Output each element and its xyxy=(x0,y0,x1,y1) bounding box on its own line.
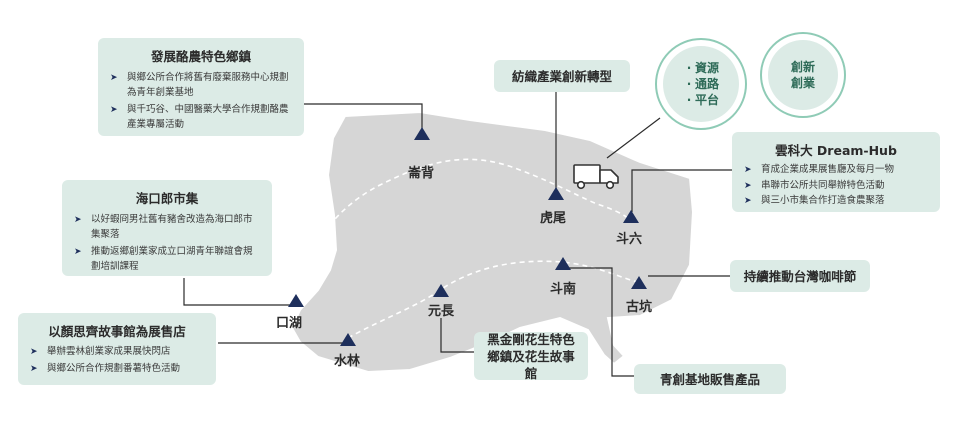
town-label-huwei: 虎尾 xyxy=(540,211,567,226)
circle-line: ·平台 xyxy=(686,93,719,107)
leader-dairy xyxy=(302,103,423,128)
marker-yuanchang-icon xyxy=(433,284,449,297)
box-title: 發展酪農特色鄉鎮 xyxy=(150,49,251,64)
list-item: ➤ 推動返鄉創業家成立口湖青年聯誼會規劃培訓課程 xyxy=(74,245,260,274)
innovation-circle: 創新 創業 xyxy=(760,32,846,118)
arrow-right-icon: ➤ xyxy=(744,165,752,175)
route-north xyxy=(295,158,631,299)
circle-line: ·通路 xyxy=(686,77,719,91)
box-title: 雲科大 Dream-Hub xyxy=(775,143,897,158)
town-label-dounan: 斗南 xyxy=(550,282,577,297)
leader-lines xyxy=(183,90,732,377)
arrow-right-icon: ➤ xyxy=(110,73,118,83)
town-label-shuilin: 水林 xyxy=(334,354,361,369)
list-item-text: 與三小市集合作打造食農聚落 xyxy=(761,195,885,206)
town-label-douliu: 斗六 xyxy=(616,232,643,247)
list-item: ➤ 以好蝦冏男社舊有豬舍改造為海口郎市集聚落 xyxy=(74,213,260,242)
arrow-right-icon: ➤ xyxy=(30,363,38,374)
circle-line: ·資源 xyxy=(686,61,719,75)
marker-huwei-icon xyxy=(548,187,564,200)
arrow-right-icon: ➤ xyxy=(744,180,752,191)
marker-douliu-icon xyxy=(623,210,639,223)
circle-line: 創新 xyxy=(790,60,815,74)
marker-dounan-icon xyxy=(555,257,571,270)
leader-hub xyxy=(631,169,732,212)
town-label-yuanchang: 元長 xyxy=(428,304,455,319)
youth-base-box: 青創基地販售產品 xyxy=(634,364,786,394)
leader-base xyxy=(568,267,634,377)
arrow-right-icon: ➤ xyxy=(30,347,38,357)
list-item: ➤ 與鄉公所合作規劃番薯特色活動 xyxy=(30,362,204,377)
bullet-list: ➤ 舉辦雲林創業家成果展快閃店 ➤ 與鄉公所合作規劃番薯特色活動 xyxy=(30,345,204,376)
list-item-text: 舉辦雲林創業家成果展快閃店 xyxy=(47,346,171,357)
coffee-festival-box: 持續推動台灣咖啡節 xyxy=(730,260,870,292)
bullet-list: ➤ 與鄉公所合作將舊有廢棄服務中心規劃為青年創業基地 ➤ 與千巧谷、中國醫藥大學合作… xyxy=(110,71,292,132)
marker-gukeng-icon xyxy=(631,276,647,289)
bullet-list: ➤ 以好蝦冏男社舊有豬舍改造為海口郎市集聚落 ➤ 推動返鄉創業家成立口湖青年聯誼會規… xyxy=(74,213,260,274)
town-label-kouhu: 口湖 xyxy=(276,316,303,331)
marker-lunbei-icon xyxy=(414,127,430,140)
leader-truck xyxy=(606,117,661,159)
list-item: ➤ 舉辦雲林創業家成果展快閃店 xyxy=(30,345,204,360)
list-item-text: 育成企業成果展售廳及每月一物 xyxy=(761,164,895,175)
list-item-text: 串聯市公所共同舉辦特色活動 xyxy=(761,179,885,191)
story-house-box: 以顏思齊故事館為展售店 ➤ 舉辦雲林創業家成果展快閃店 ➤ 與鄉公所合作規劃番薯特色… xyxy=(18,313,216,385)
leader-market xyxy=(183,278,296,306)
box-title: 持續推動台灣咖啡節 xyxy=(743,268,857,284)
list-item-text: 以好蝦冏男社舊有豬舍改造為海口郎市集聚落 xyxy=(91,214,253,240)
town-label-lunbei: 崙背 xyxy=(408,166,435,181)
town-label-gukeng: 古坑 xyxy=(626,300,653,315)
arrow-right-icon: ➤ xyxy=(110,105,118,115)
list-item-text: 推動返鄉創業家成立口湖青年聯誼會規劃培訓課程 xyxy=(91,246,253,272)
list-item: ➤ 串聯市公所共同舉辦特色活動 xyxy=(744,179,928,194)
list-item-text: 與鄉公所合作將舊有廢棄服務中心規劃為青年創業基地 xyxy=(127,72,289,98)
marker-kouhu-icon xyxy=(288,294,304,307)
list-item: ➤ 與千巧谷、中國醫藥大學合作規劃酪農產業專屬活動 xyxy=(110,103,292,132)
truck-icon xyxy=(573,164,619,190)
list-item-text: 與千巧谷、中國醫藥大學合作規劃酪農產業專屬活動 xyxy=(127,104,289,130)
resource-platform-circle: ·資源 ·通路 ·平台 xyxy=(655,38,747,130)
box-title: 以顏思齊故事館為展售店 xyxy=(48,324,186,339)
list-item: ➤ 育成企業成果展售廳及每月一物 xyxy=(744,163,928,178)
leader-peanut xyxy=(440,318,474,353)
dream-hub-box: 雲科大 Dream-Hub ➤ 育成企業成果展售廳及每月一物 ➤ 串聯市公所共同舉辦… xyxy=(732,132,940,212)
peanut-town-box: 黑金剛花生特色鄉鎮及花生故事館 xyxy=(474,331,588,381)
marker-shuilin-icon xyxy=(340,333,356,346)
bullet-list: ➤ 育成企業成果展售廳及每月一物 ➤ 串聯市公所共同舉辦特色活動 ➤ 與三小市集合作打… xyxy=(744,163,928,209)
circle-line: 創業 xyxy=(790,76,815,90)
list-item: ➤ 與三小市集合作打造食農聚落 xyxy=(744,194,928,209)
dairy-town-box: 發展酪農特色鄉鎮 ➤ 與鄉公所合作將舊有廢棄服務中心規劃為青年創業基地 ➤ 與千巧谷… xyxy=(98,38,304,136)
arrow-right-icon: ➤ xyxy=(744,196,752,206)
list-item: ➤ 與鄉公所合作將舊有廢棄服務中心規劃為青年創業基地 xyxy=(110,71,292,100)
box-title: 海口郎市集 xyxy=(135,191,199,206)
box-title: 青創基地販售產品 xyxy=(659,371,760,387)
textile-box: 紡織產業創新轉型 xyxy=(494,60,630,92)
arrow-right-icon: ➤ xyxy=(74,215,82,225)
box-title: 紡織產業創新轉型 xyxy=(511,68,612,84)
box-title: 黑金剛花生特色鄉鎮及花生故事館 xyxy=(487,331,575,381)
arrow-right-icon: ➤ xyxy=(74,247,82,257)
town-markers xyxy=(288,127,647,346)
haikoulang-market-box: 海口郎市集 ➤ 以好蝦冏男社舊有豬舍改造為海口郎市集聚落 ➤ 推動返鄉創業家成立口湖… xyxy=(62,180,272,276)
route-south xyxy=(347,260,639,339)
list-item-text: 與鄉公所合作規劃番薯特色活動 xyxy=(47,362,181,374)
